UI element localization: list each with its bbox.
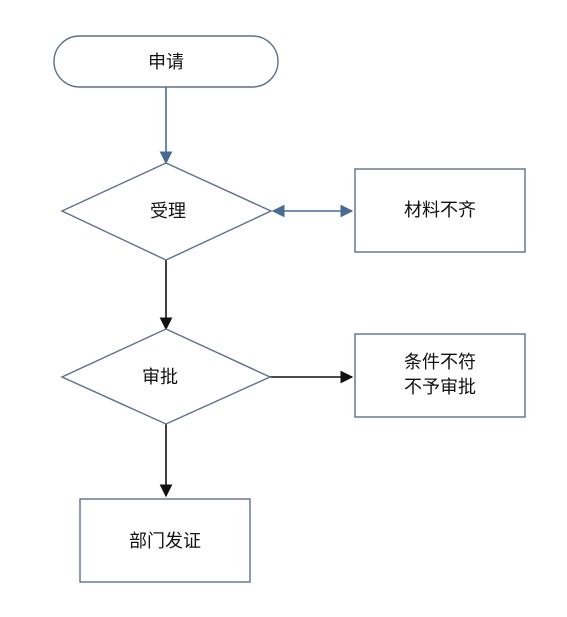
- process-box-reject-line2: 不予审批: [404, 377, 476, 398]
- process-box-issue-label: 部门发证: [129, 531, 201, 552]
- decision-node-accept-label: 受理: [150, 201, 186, 222]
- start-node-apply: [53, 35, 279, 88]
- process-box-reject-line1: 条件不符: [404, 352, 476, 373]
- start-node-label: 申请: [148, 52, 184, 73]
- process-box-issue: [79, 498, 251, 583]
- decision-node-accept: [60, 162, 273, 261]
- process-box-incomplete-label: 材料不齐: [404, 200, 476, 221]
- decision-node-approve-label: 审批: [142, 367, 178, 388]
- decision-node-approve: [60, 328, 272, 425]
- process-box-reject: [354, 333, 526, 418]
- process-box-incomplete: [354, 168, 526, 253]
